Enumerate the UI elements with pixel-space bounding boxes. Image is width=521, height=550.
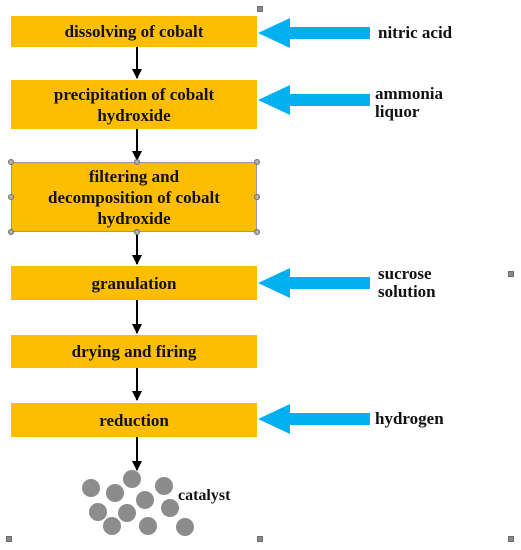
box-handle — [134, 229, 140, 235]
step-filtering-and-decomposition: filtering and decomposition of cobalt hy… — [11, 162, 257, 232]
particle — [103, 517, 121, 535]
box-handle — [8, 229, 14, 235]
input-label-ammonia-liquor: ammonia liquor — [375, 84, 443, 121]
step-drying-and-firing: drying and firing — [11, 335, 257, 368]
box-handle — [254, 194, 260, 200]
box-handle — [8, 159, 14, 165]
catalyst-particles — [82, 470, 194, 536]
particle — [82, 479, 100, 497]
box-handle — [254, 229, 260, 235]
frame-handle-bottom-right — [508, 536, 514, 542]
input-label-hydrogen: hydrogen — [375, 409, 444, 428]
frame-handle-bottom-center — [257, 536, 263, 542]
step-reduction: reduction — [11, 403, 257, 437]
particle — [139, 517, 157, 535]
particle — [89, 503, 107, 521]
box-handle — [254, 159, 260, 165]
particle — [106, 484, 124, 502]
frame-handle-mid-right — [508, 271, 514, 277]
step-granulation: granulation — [11, 266, 257, 300]
particle — [123, 470, 141, 488]
step-precipitation-of-cobalt-hydroxide: precipitation of cobalt hydroxide — [11, 80, 257, 129]
frame-handle-top-right — [257, 6, 263, 12]
step-dissolving-of-cobalt: dissolving of cobalt — [11, 16, 257, 47]
frame-handle-bottom-left — [6, 536, 12, 542]
input-arrow-nitric-acid — [258, 18, 370, 48]
input-label-sucrose-solution: sucrose solution — [378, 264, 436, 301]
input-arrow-sucrose-solution — [258, 268, 370, 298]
particle — [136, 491, 154, 509]
input-arrow-hydrogen — [258, 404, 370, 434]
particle — [176, 518, 194, 536]
box-handle — [134, 159, 140, 165]
product-label-catalyst: catalyst — [178, 487, 231, 504]
particle — [155, 477, 173, 495]
box-handle — [8, 194, 14, 200]
input-arrow-ammonia-liquor — [258, 85, 370, 115]
particle — [118, 504, 136, 522]
particle — [161, 499, 179, 517]
input-label-nitric-acid: nitric acid — [378, 23, 453, 42]
